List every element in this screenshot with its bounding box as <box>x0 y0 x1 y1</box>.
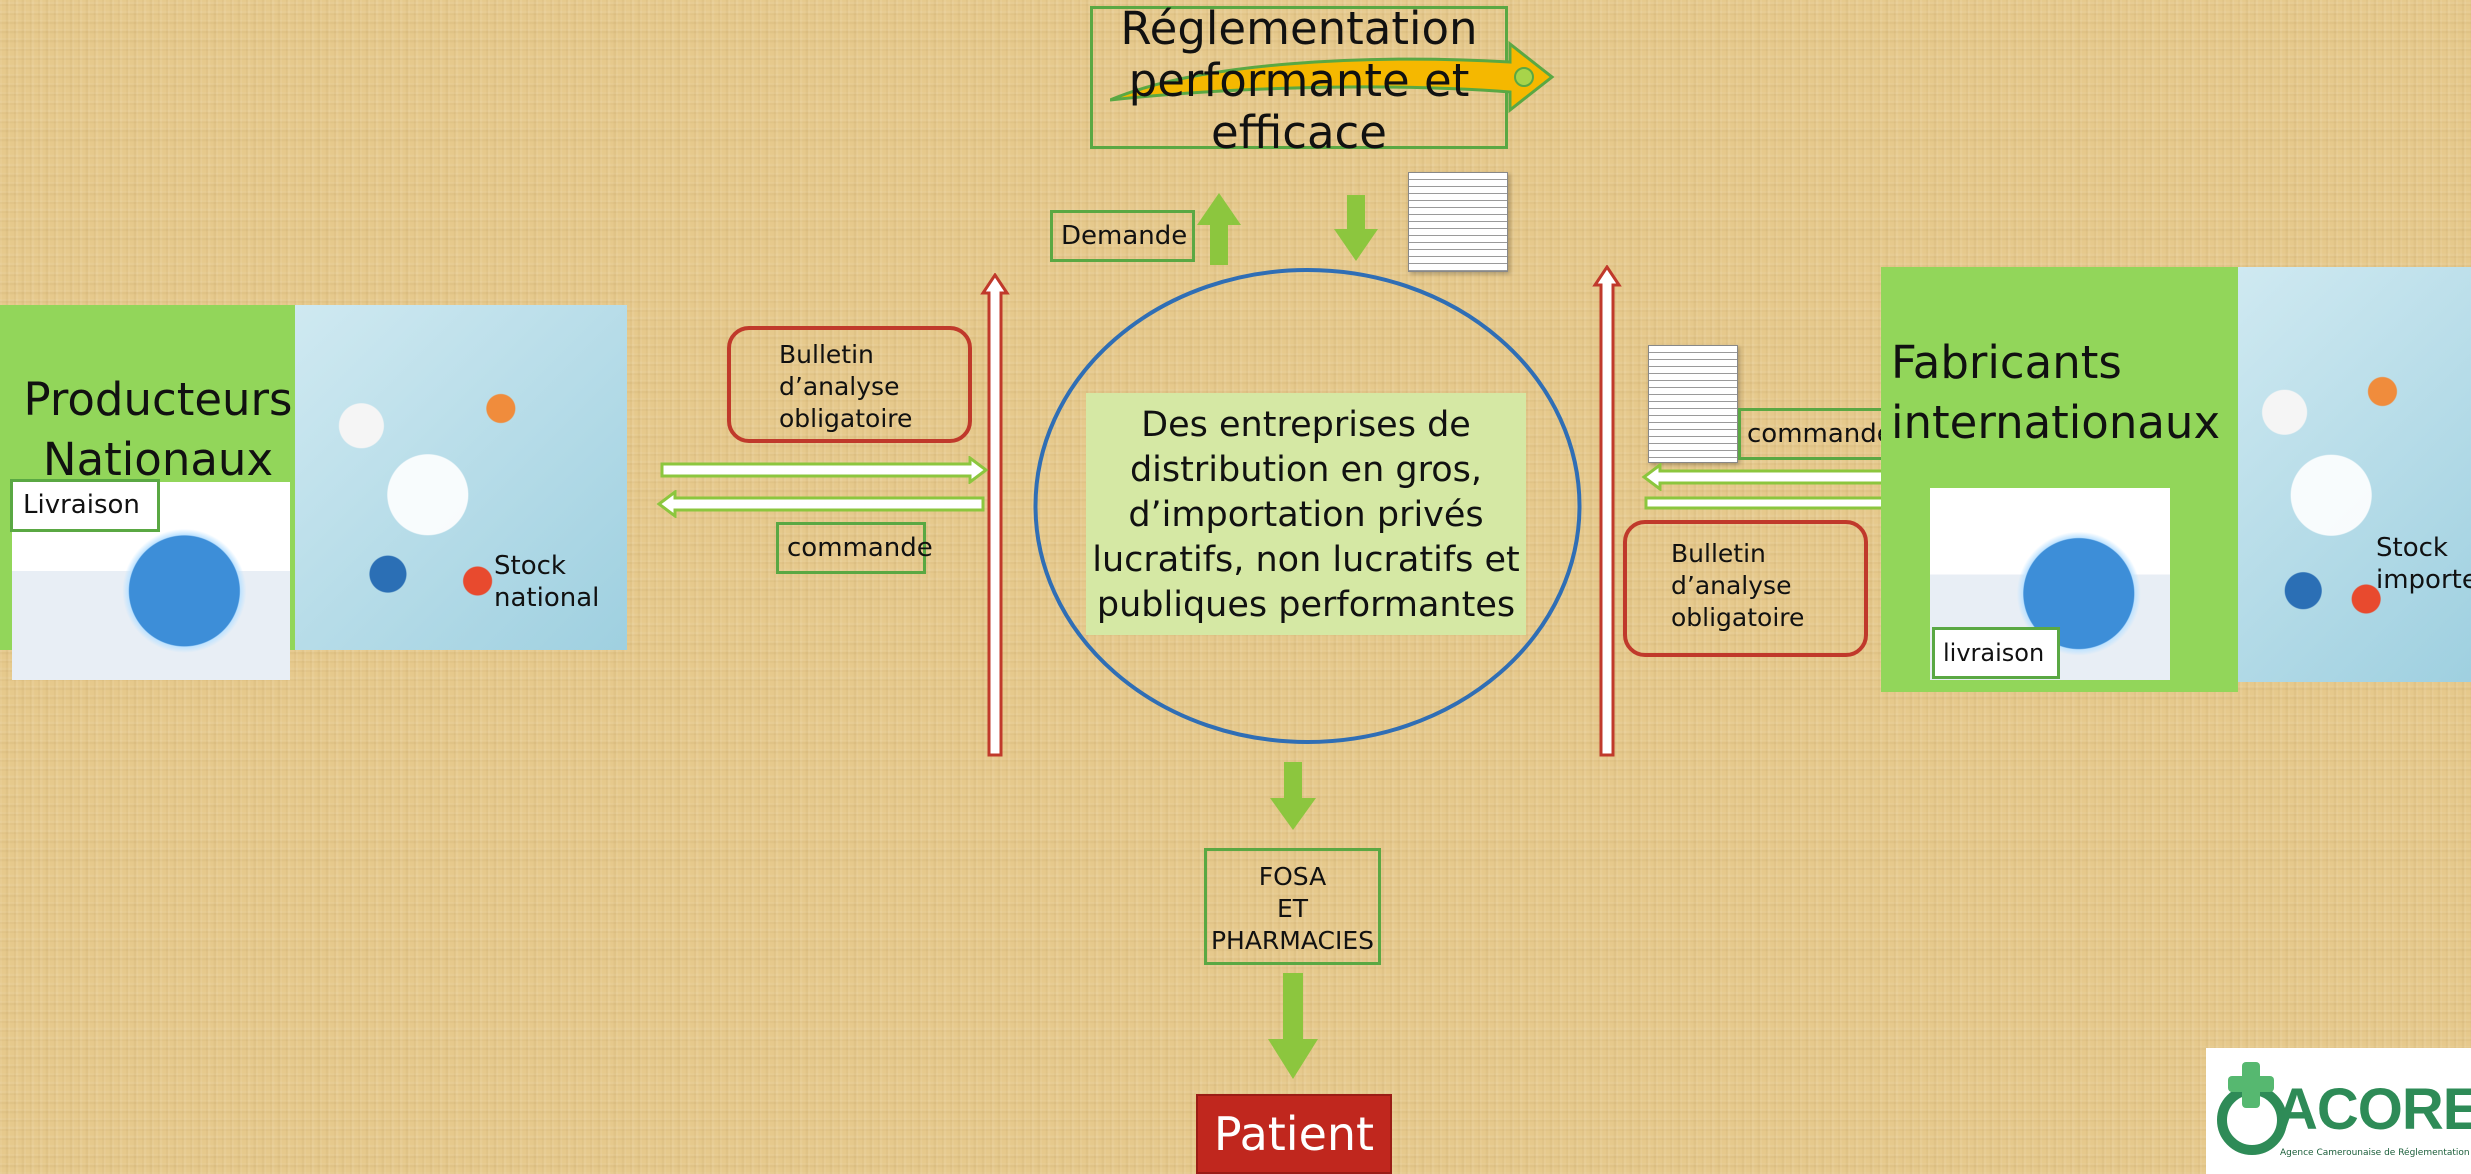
bulletin-line: d’analyse <box>779 372 900 401</box>
commande-label: commande <box>1747 419 1893 449</box>
center-line: Des entreprises de <box>1141 405 1471 445</box>
center-line: lucratifs, non lucratifs et <box>1092 540 1520 580</box>
bulletin-line: Bulletin <box>1671 539 1766 568</box>
logo-text: ACOREP <box>2276 1076 2471 1143</box>
stock-line: Stock <box>2376 533 2448 563</box>
stock-line: importe <box>2376 565 2471 595</box>
livraison-label: livraison <box>1943 639 2045 667</box>
stock-national-label: Stock national <box>494 550 599 614</box>
fosa-line: ET <box>1276 894 1309 923</box>
title-line: performante et <box>1128 54 1470 107</box>
down-arrow-icon <box>1268 973 1318 1079</box>
title-arrow-icon <box>1110 40 1555 114</box>
title-line: efficace <box>1211 106 1387 159</box>
stock-line: national <box>494 583 600 613</box>
left-right-arrow-icon <box>660 456 989 484</box>
pills-photo-icon <box>295 305 627 650</box>
center-line: distribution en gros, <box>1129 450 1483 490</box>
up-arrow-icon <box>1197 193 1241 265</box>
center-text-box: Des entreprises de distribution en gros,… <box>1086 393 1526 635</box>
down-arrow-icon <box>1334 195 1378 261</box>
bulletin-line: Bulletin <box>779 340 874 369</box>
logo-subtitle: Agence Camerounaise de Réglementation Ph… <box>2280 1148 2471 1158</box>
logo-subtitle-value: Agence Camerounaise de Réglementation Ph… <box>2280 1148 2471 1158</box>
producteurs-line: Nationaux <box>42 433 274 486</box>
right-left-arrow-icon <box>1641 463 1912 491</box>
livraison-left-box: Livraison <box>10 479 160 532</box>
left-barrier-arrow-icon <box>980 273 1010 757</box>
fabricants-line: internationaux <box>1891 396 2221 449</box>
fosa-box: FOSA ET PHARMACIES <box>1204 848 1381 965</box>
right-bulletin-box: Bulletin d’analyse obligatoire <box>1623 520 1868 657</box>
down-arrow-icon <box>1270 762 1316 830</box>
document-icon <box>1648 345 1738 463</box>
bulletin-line: obligatoire <box>779 404 913 433</box>
center-line: publiques performantes <box>1096 585 1516 625</box>
bulletin-line: d’analyse <box>1671 571 1792 600</box>
producteurs-line: Producteurs <box>23 373 293 426</box>
commande-label: commande <box>787 533 933 563</box>
logo-mark-icon <box>2217 1062 2287 1155</box>
stock-importe-label: Stock importe <box>2376 532 2471 596</box>
demande-label: Demande <box>1061 221 1188 251</box>
left-commande-box: commande <box>776 522 933 574</box>
right-commande-box: commande <box>1738 408 1893 460</box>
center-line: d’importation privés <box>1128 495 1484 535</box>
fabricants-line: Fabricants <box>1891 336 2122 389</box>
logo-text-value: ACOREP <box>2276 1077 2471 1142</box>
livraison-right-box: livraison <box>1932 627 2060 679</box>
livraison-label: Livraison <box>23 490 140 520</box>
left-left-arrow-icon <box>656 490 985 518</box>
fabricants-title: Fabricants internationaux <box>1891 333 2220 453</box>
acorep-logo-icon: ACOREP Agence Camerounaise de Réglementa… <box>2206 1048 2471 1174</box>
bulletin-line: obligatoire <box>1671 603 1805 632</box>
fosa-line: FOSA <box>1258 862 1327 891</box>
patient-label: Patient <box>1213 1107 1375 1161</box>
producteurs-title: Producteurs Nationaux <box>18 370 298 490</box>
document-icon <box>1408 172 1508 272</box>
fosa-line: PHARMACIES <box>1210 926 1375 955</box>
title-text: Réglementation performante et efficace <box>1090 3 1508 159</box>
left-bulletin-box: Bulletin d’analyse obligatoire <box>727 326 972 443</box>
center-ellipse <box>1033 268 1582 744</box>
right-right-arrow-icon <box>1644 496 1914 510</box>
right-barrier-arrow-icon <box>1592 265 1622 757</box>
demande-box: Demande <box>1050 210 1195 262</box>
title-line: Réglementation <box>1120 2 1478 55</box>
stock-line: Stock <box>494 551 566 581</box>
patient-box: Patient <box>1196 1094 1392 1174</box>
pills-photo-icon <box>2238 267 2471 682</box>
